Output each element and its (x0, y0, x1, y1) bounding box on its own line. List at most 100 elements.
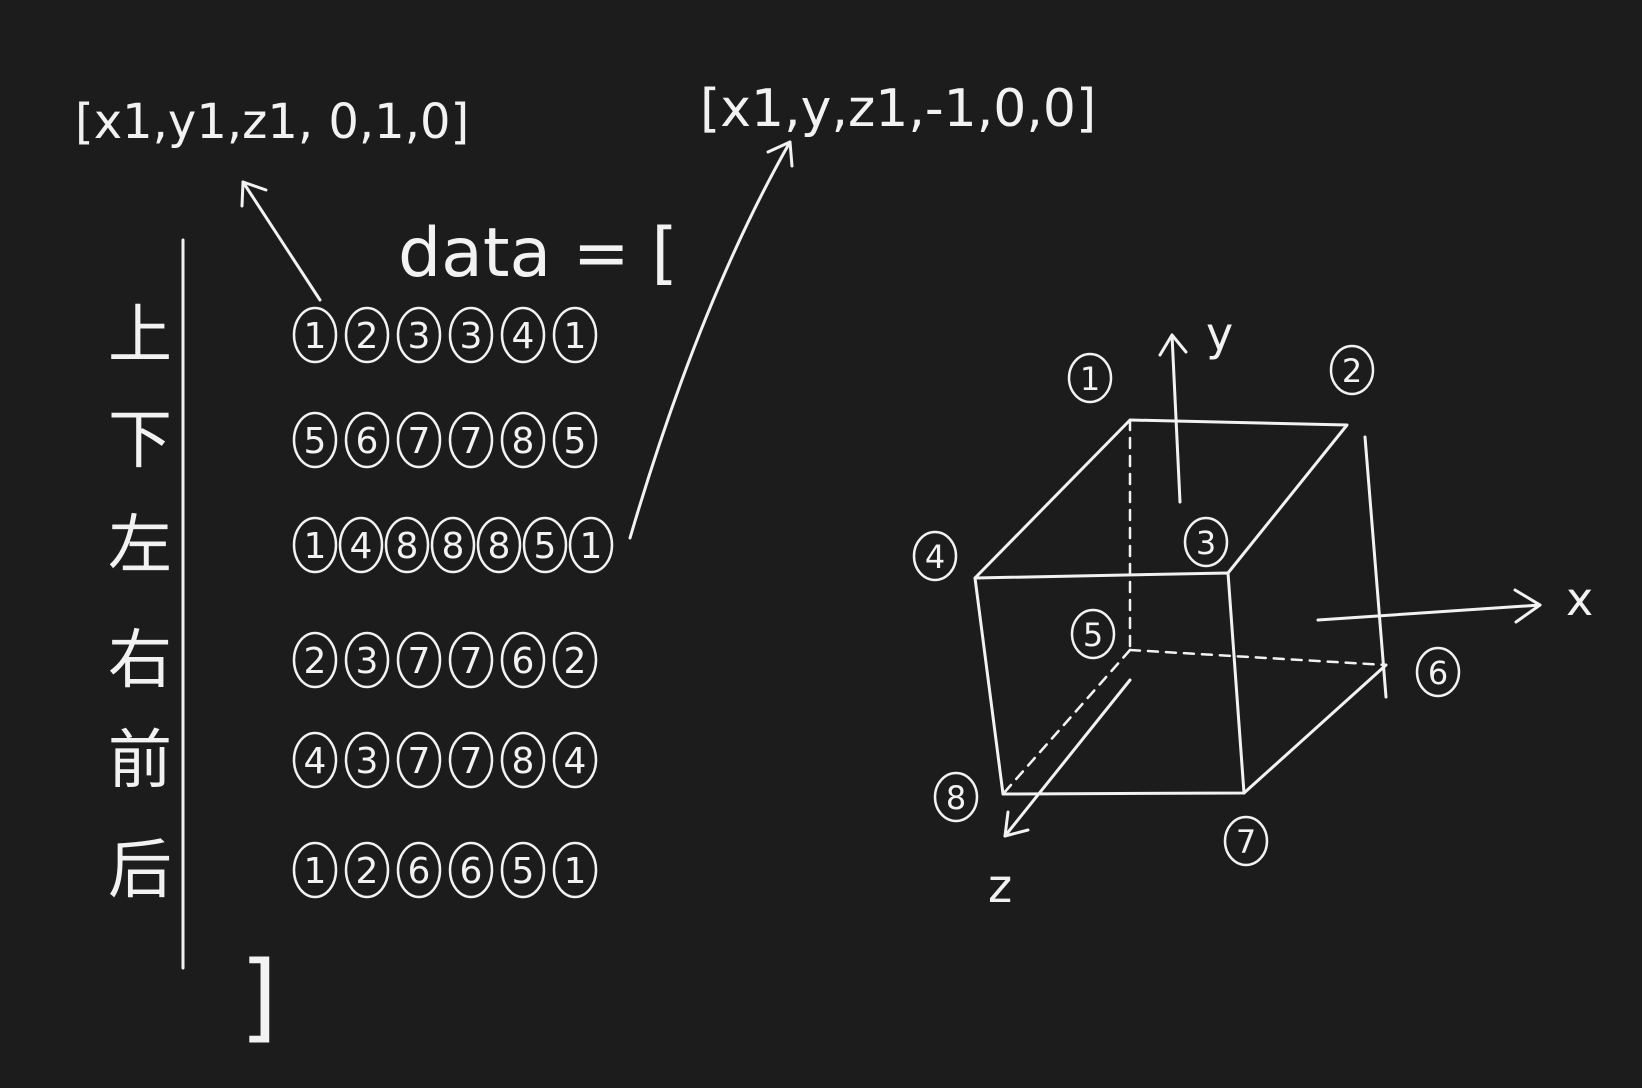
face-label: 上 (108, 299, 172, 373)
index-value: 4 (304, 741, 327, 782)
face-label: 下 (108, 404, 172, 478)
index-circle (344, 731, 390, 789)
index-value: 2 (356, 851, 379, 892)
index-circle (500, 731, 546, 789)
arrow-head-top (240, 180, 268, 208)
index-circle (338, 516, 384, 574)
index-value: 7 (408, 741, 431, 782)
top-left-vertex-format: [x1,y1,z1, 0,1,0] (75, 94, 469, 150)
arrow-head-left (766, 140, 794, 168)
index-value: 5 (304, 421, 327, 462)
index-value: 2 (304, 641, 327, 682)
vertex-number: 2 (1342, 352, 1362, 390)
vertex-circle (1070, 608, 1116, 660)
index-circle (552, 306, 598, 364)
cube-top-face (973, 418, 1349, 580)
index-circle (500, 306, 546, 364)
index-value: 8 (512, 421, 535, 462)
index-circle (396, 631, 442, 689)
y-axis (1170, 333, 1182, 504)
index-circle (292, 306, 338, 364)
vertex-circle (1183, 516, 1229, 568)
index-value: 8 (488, 526, 511, 567)
index-circle (500, 411, 546, 469)
vertex-circle (933, 771, 979, 823)
index-circle (396, 411, 442, 469)
index-value: 4 (350, 526, 373, 567)
index-value: 3 (460, 316, 483, 357)
z-axis (1003, 678, 1132, 838)
index-circle (344, 631, 390, 689)
index-circle (448, 841, 494, 899)
index-value: 7 (460, 421, 483, 462)
data-array-open: data = [ (398, 214, 678, 293)
index-circle (396, 306, 442, 364)
index-value: 6 (460, 851, 483, 892)
index-circle (568, 516, 614, 574)
index-circle (384, 516, 430, 574)
cube-back-right-edge (1363, 435, 1388, 699)
index-value: 8 (442, 526, 465, 567)
index-circle (448, 411, 494, 469)
x-axis-label: x (1566, 572, 1593, 626)
arrow-top-annotation-link (241, 180, 322, 302)
face-label: 后 (108, 834, 172, 908)
index-circle (344, 411, 390, 469)
vertex-number: 3 (1196, 524, 1216, 562)
index-value: 2 (356, 316, 379, 357)
data-array-close: ] (240, 941, 277, 1053)
z-axis-arrow (1003, 810, 1030, 838)
index-circle (448, 631, 494, 689)
vertex-number: 7 (1236, 823, 1256, 861)
index-value: 7 (460, 641, 483, 682)
vertex-number: 8 (946, 779, 966, 817)
vertex-number: 4 (925, 538, 945, 576)
index-value: 1 (564, 316, 587, 357)
index-value: 6 (356, 421, 379, 462)
vertex-circle (1415, 646, 1461, 698)
index-circle (292, 516, 338, 574)
index-circle (292, 631, 338, 689)
index-value: 1 (564, 851, 587, 892)
index-circle (500, 631, 546, 689)
index-value: 5 (534, 526, 557, 567)
index-value: 2 (564, 641, 587, 682)
index-circle (552, 731, 598, 789)
index-value: 3 (356, 741, 379, 782)
vertex-circle (1223, 815, 1269, 867)
index-value: 4 (564, 741, 587, 782)
index-value: 3 (408, 316, 431, 357)
index-value: 1 (304, 316, 327, 357)
y-axis-arrow (1158, 333, 1188, 357)
index-circle (396, 731, 442, 789)
index-value: 6 (512, 641, 535, 682)
index-circle (522, 516, 568, 574)
index-circle (292, 411, 338, 469)
x-axis (1316, 603, 1542, 622)
cube-hidden-diagonal-edge (1001, 648, 1132, 796)
index-value: 7 (460, 741, 483, 782)
index-value: 1 (304, 851, 327, 892)
face-label: 左 (108, 509, 172, 583)
vertex-circle (1067, 352, 1113, 404)
index-value: 8 (512, 741, 535, 782)
index-circle (292, 731, 338, 789)
index-circle (552, 631, 598, 689)
index-value: 5 (564, 421, 587, 462)
index-circle (396, 841, 442, 899)
index-circle (430, 516, 476, 574)
cube-hidden-bottom-edge (1128, 648, 1388, 667)
index-circle (344, 841, 390, 899)
index-circle (292, 841, 338, 899)
top-right-vertex-format: [x1,y,z1,-1,0,0] (700, 79, 1096, 139)
index-value: 1 (580, 526, 603, 567)
vertex-number: 6 (1428, 654, 1448, 692)
y-axis-label: y (1206, 307, 1233, 361)
vertex-circle (912, 530, 958, 582)
index-circle (476, 516, 522, 574)
index-value: 3 (356, 641, 379, 682)
